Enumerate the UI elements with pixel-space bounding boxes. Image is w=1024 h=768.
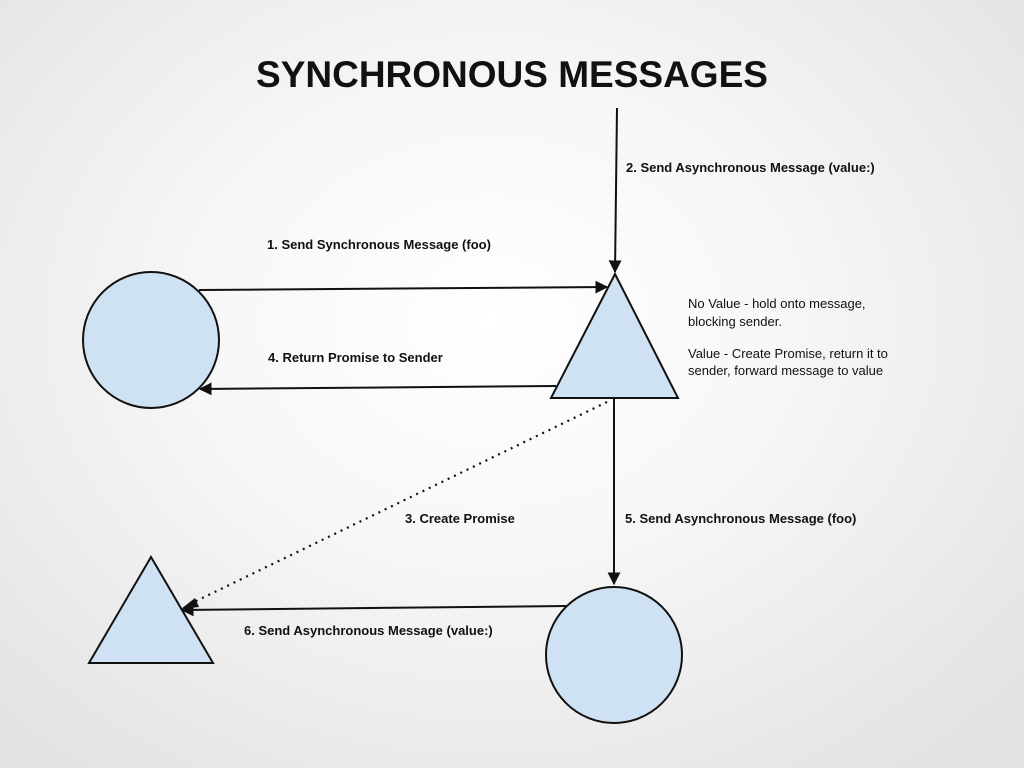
arrow-step4 (198, 382, 557, 396)
arrow-step3-head (181, 598, 199, 609)
page-title: SYNCHRONOUS MESSAGES (256, 54, 768, 95)
note-value-line2: sender, forward message to value (688, 363, 883, 378)
label-step6: 6. Send Asynchronous Message (value:) (244, 623, 493, 638)
label-step1: 1. Send Synchronous Message (foo) (267, 237, 491, 252)
label-step2: 2. Send Asynchronous Message (value:) (626, 160, 875, 175)
value-circle (545, 586, 683, 724)
arrow-step1 (198, 280, 609, 294)
label-step5: 5. Send Asynchronous Message (foo) (625, 511, 856, 526)
arrow-step2 (608, 107, 622, 274)
arrow-step3-dotted (191, 401, 608, 604)
label-step3: 3. Create Promise (405, 511, 515, 526)
sender-circle (82, 271, 220, 409)
label-step4: 4. Return Promise to Sender (268, 350, 443, 365)
note-no-value-line1: No Value - hold onto message, (688, 296, 866, 311)
note-value-line1: Value - Create Promise, return it to (688, 346, 888, 361)
note-no-value-line2: blocking sender. (688, 314, 782, 329)
proxy-triangle (549, 271, 680, 399)
arrow-step6 (180, 603, 568, 617)
